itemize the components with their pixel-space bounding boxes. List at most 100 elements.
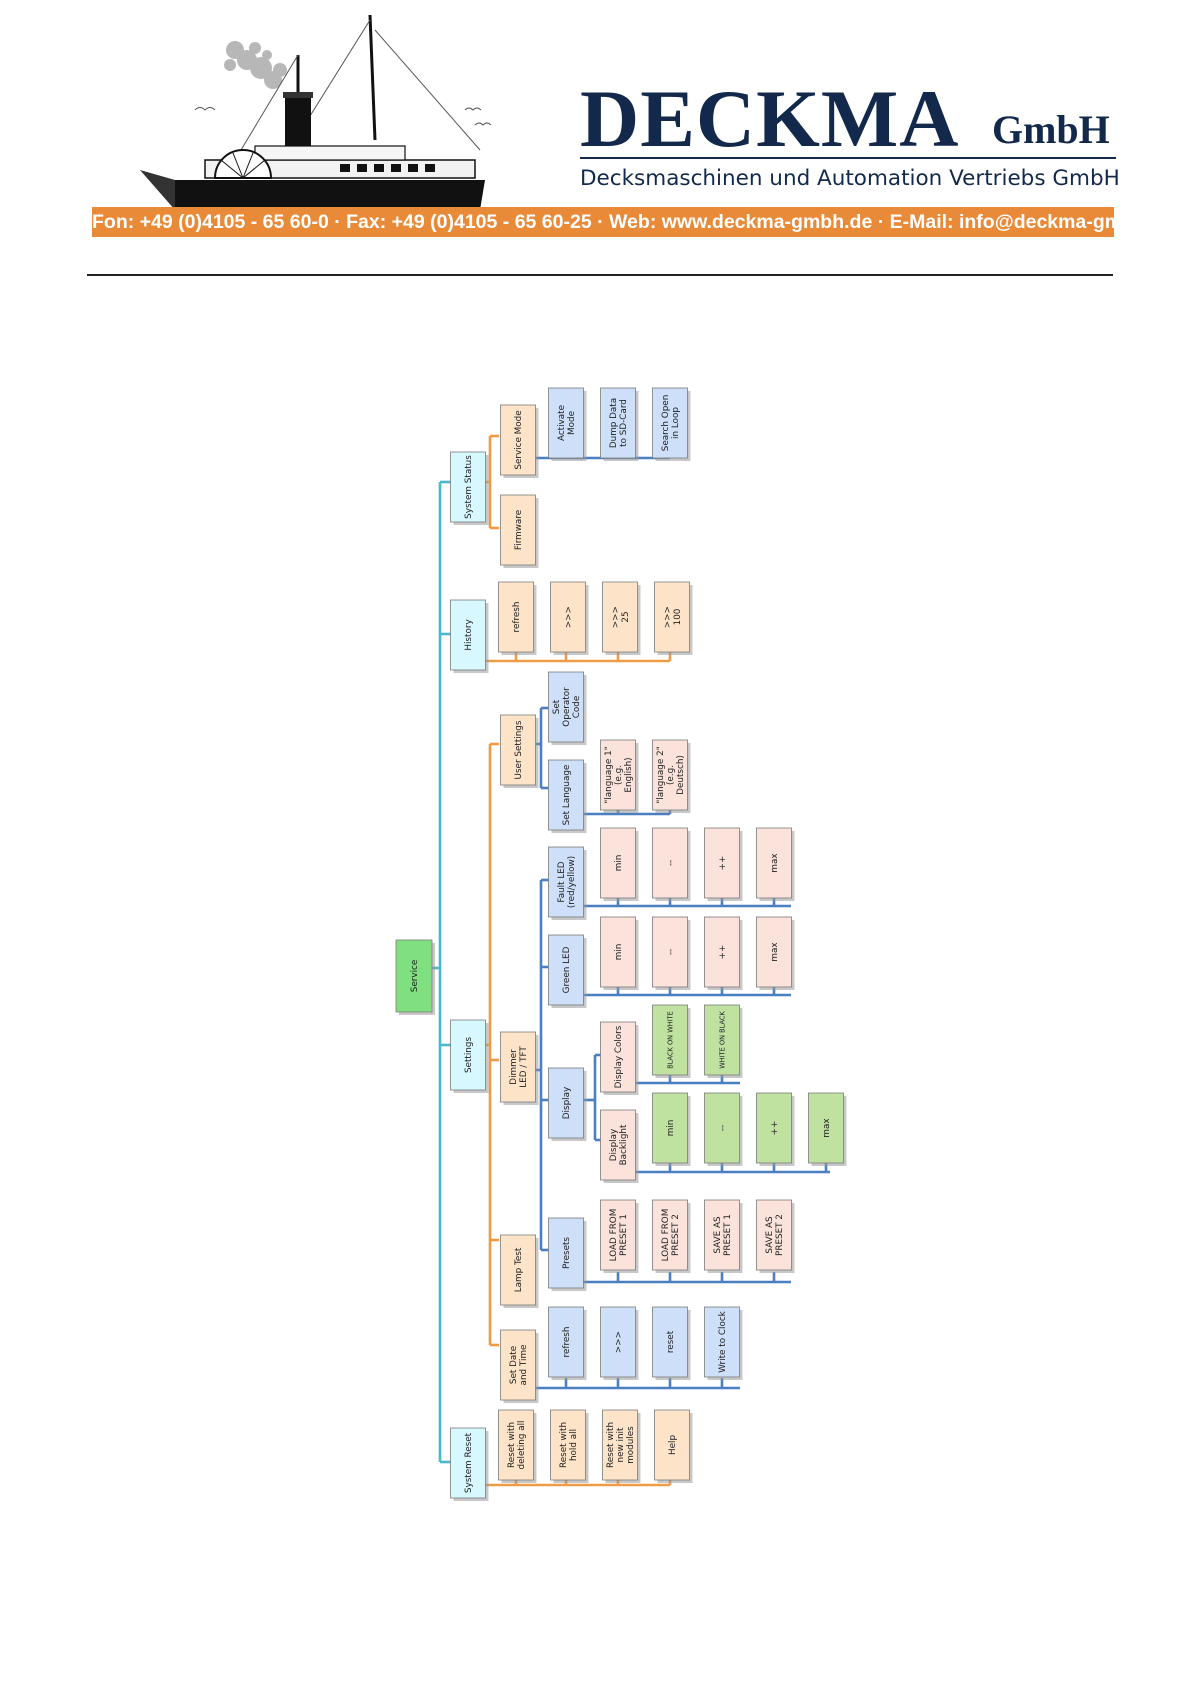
menu-node-min: min [600,827,639,901]
menu-node-label: min [614,855,624,872]
menu-node-label: >>>25 [611,606,631,628]
menu-node-label: Service Mode [514,410,524,469]
menu-node-service: Service [395,939,435,1015]
connector-lines [424,434,830,1487]
header-divider [580,157,1116,159]
menu-node-label: Display [562,1087,572,1119]
menu-node-max: max [756,827,795,901]
contact-bar: Fon: +49 (0)4105 - 65 60-0 · Fax: +49 (0… [92,207,1114,237]
menu-node-fault-led-red-yellow: Fault LED(red/yellow) [548,846,587,920]
menu-node-label: Lamp Test [514,1247,524,1292]
menu-node-label: LOAD FROMPRESET 1 [609,1209,629,1262]
menu-node-label: SAVE ASPRESET 2 [765,1214,785,1256]
menu-node-label: LOAD FROMPRESET 2 [661,1209,681,1262]
menu-node-firmware: Firmware [500,494,539,568]
menu-node-label: -- [666,949,676,955]
menu-node-max: max [756,916,795,990]
menu-node-node: ++ [704,827,743,901]
menu-node-activate-mode: ActivateMode [548,387,587,461]
paddle-steamer-logo [140,14,492,210]
menu-node-lamp-test: Lamp Test [500,1234,539,1308]
menu-node-node: >>> [600,1306,639,1380]
menu-node-label: Firmware [514,510,524,550]
letterhead: DECKMA GmbH Decksmaschinen und Automatio… [0,0,1190,280]
menu-node-load-from-preset-1: LOAD FROMPRESET 1 [600,1199,639,1273]
menu-node-settings: Settings [450,1019,489,1093]
menu-node-save-as-preset-2: SAVE ASPRESET 2 [756,1199,795,1273]
menu-node-presets: Presets [548,1217,587,1291]
menu-node-node: ++ [756,1092,795,1166]
menu-node-label: DisplayBacklight [609,1124,629,1165]
menu-node-reset-with-new-init-modules: Reset withnew initmodules [602,1409,641,1483]
menu-node-label: System Reset [464,1432,474,1493]
menu-node-white-on-black: WHITE ON BLACK [704,1004,743,1078]
menu-node-reset: reset [652,1306,691,1380]
menu-node-label: BLACK ON WHITE [666,1011,674,1069]
menu-node-label: WHITE ON BLACK [718,1011,726,1069]
company-suffix: GmbH [992,107,1110,152]
menu-node-dump-data-to-sd-card: Dump Datato SD-Card [600,387,639,461]
menu-node-label: Display Colors [614,1025,624,1088]
menu-node-label: ++ [770,1121,780,1136]
menu-node-label: Presets [562,1237,572,1269]
menu-node-label: Write to Clock [718,1310,728,1372]
menu-node-label: -- [718,1125,728,1131]
menu-node-min: min [600,916,639,990]
menu-node-help: Help [654,1409,693,1483]
menu-node-min: min [652,1092,691,1166]
menu-node-label: min [614,944,624,961]
menu-node-reset-with-deleting-all: Reset withdeleting all [498,1409,537,1483]
company-name: DECKMA [580,73,960,164]
menu-node-label: >>> [564,606,574,628]
menu-node-display-backlight: DisplayBacklight [600,1109,639,1183]
menu-node-node: ++ [704,916,743,990]
menu-node-label: max [770,853,780,872]
menu-node-history: History [450,599,489,673]
menu-node-label: ActivateMode [557,405,577,441]
menu-node-save-as-preset-1: SAVE ASPRESET 1 [704,1199,743,1273]
menu-node-label: ++ [718,856,728,871]
menu-node-dimmer-led-tft: DimmerLED / TFT [500,1031,539,1105]
menu-node-node: >>> [550,581,589,655]
menu-node-label: Set Language [562,765,572,826]
menu-node-label: System Status [464,455,474,519]
menu-node-reset-with-hold-all: Reset withhold all [550,1409,589,1483]
menu-node-write-to-clock: Write to Clock [704,1306,743,1380]
menu-node-label: max [770,942,780,961]
menu-node-label: reset [666,1330,676,1353]
menu-node-label: Help [668,1435,678,1455]
menu-node-system-reset: System Reset [450,1427,489,1501]
menu-node-language-2-e-g-deutsch: "language 2"(e.g.Deutsch) [652,739,691,813]
menu-node-label: History [464,619,474,650]
menu-node-label: >>>100 [663,606,683,628]
menu-node-label: -- [666,860,676,866]
menu-node-system-status: System Status [450,451,489,525]
menu-node-label: refresh [512,602,522,633]
menu-node-label: SetOperatorCode [552,687,582,727]
menu-node-label: SAVE ASPRESET 1 [713,1214,733,1256]
menu-node-service-mode: Service Mode [500,404,539,478]
menu-node-label: Reset withnew initmodules [606,1422,636,1468]
menu-node-language-1-e-g-english: "language 1"(e.g.English) [600,739,639,813]
menu-node-label: Service [410,960,420,993]
menu-node-search-open-in-loop: Search Openin Loop [652,387,691,461]
menu-node-label: min [666,1120,676,1137]
menu-node-display-colors: Display Colors [600,1021,639,1095]
menu-node-refresh: refresh [548,1306,587,1380]
menu-node-load-from-preset-2: LOAD FROMPRESET 2 [652,1199,691,1273]
menu-node-node: -- [652,827,691,901]
menu-node-label: DimmerLED / TFT [509,1046,529,1088]
menu-node-label: "language 1"(e.g.English) [604,746,634,803]
menu-node-label: Search Openin Loop [661,395,681,452]
menu-node-node: -- [704,1092,743,1166]
menu-node-label: User Settings [514,720,524,779]
menu-node-refresh: refresh [498,581,537,655]
company-tagline: Decksmaschinen und Automation Vertriebs … [580,166,1120,191]
menu-node-label: Settings [464,1037,474,1073]
menu-node-25: >>>25 [602,581,641,655]
menu-node-label: Fault LED(red/yellow) [557,856,577,908]
menu-node-label: Set Dateand Time [509,1345,529,1386]
menu-node-label: Reset withhold all [559,1422,579,1468]
menu-node-set-operator-code: SetOperatorCode [548,671,587,745]
